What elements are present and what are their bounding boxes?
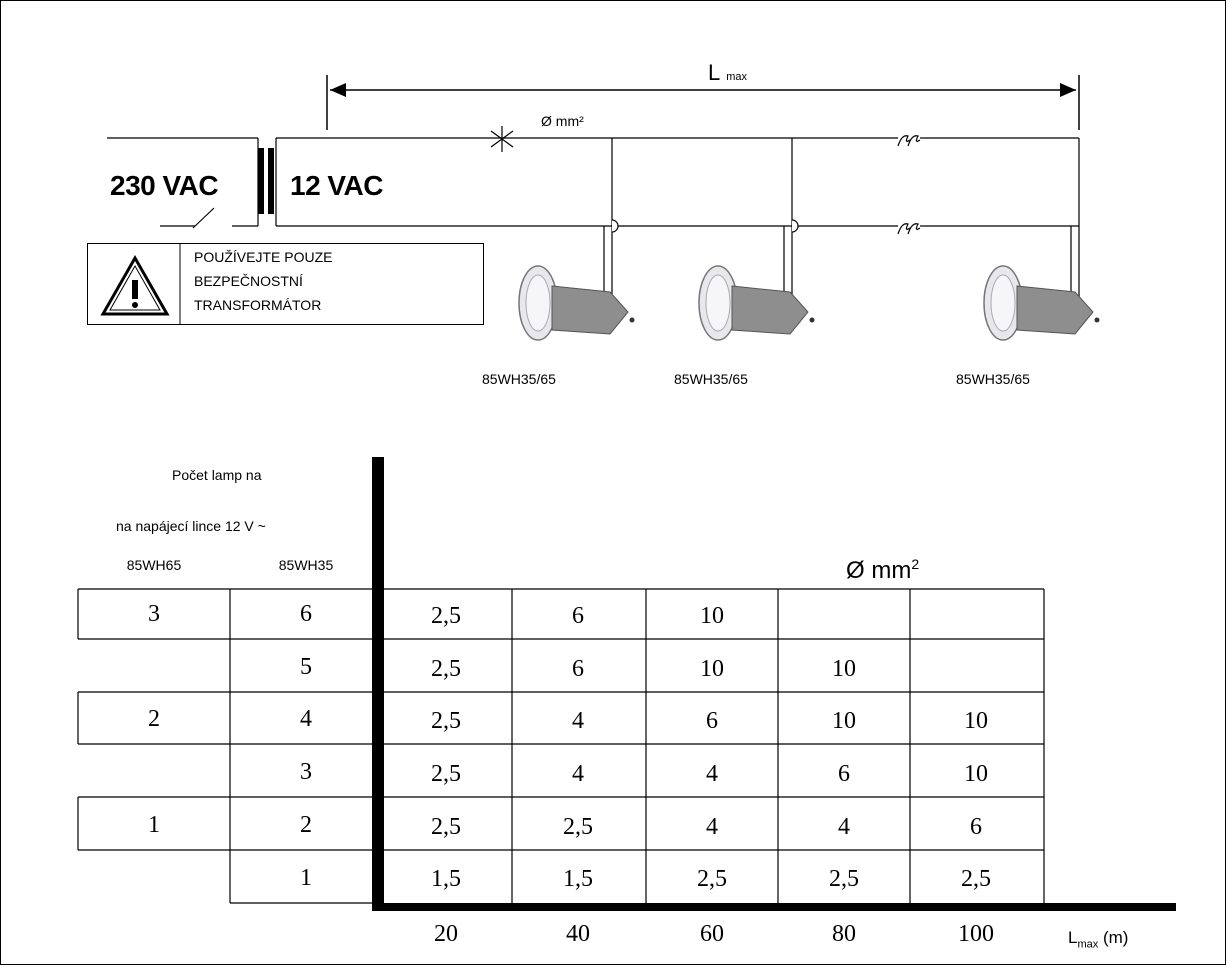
length-tick: 20 (434, 921, 458, 947)
count-85wh65-cell: 1 (148, 812, 160, 838)
cross-section-cell: 2,5 (431, 814, 461, 840)
length-tick: 80 (832, 921, 856, 947)
cross-section-cell: 10 (964, 761, 988, 787)
table-header-line-2: na napájecí lince 12 V ~ (116, 518, 266, 534)
cross-section-cell: 2,5 (829, 866, 859, 892)
count-85wh65-cell: 2 (148, 706, 160, 732)
cross-section-cell: 2,5 (431, 761, 461, 787)
wire-section-label: Ø mm² (541, 113, 584, 129)
cross-section-cell: 6 (572, 603, 584, 629)
count-85wh35-cell: 6 (300, 601, 312, 627)
cross-section-cell: 2,5 (431, 603, 461, 629)
cross-section-cell: 4 (706, 814, 718, 840)
count-85wh65-cell: 3 (148, 601, 160, 627)
cross-section-cell: 10 (700, 603, 724, 629)
cross-section-cell: 6 (970, 814, 982, 840)
arrow-right-icon (1060, 83, 1076, 97)
cross-section-cell: 4 (572, 708, 584, 734)
cross-section-cell: 2,5 (563, 814, 593, 840)
warning-line-2: BEZPEČNOSTNÍ (194, 273, 303, 289)
count-85wh35-cell: 5 (300, 654, 312, 680)
warning-box (87, 243, 484, 325)
cross-section-cell: 1,5 (431, 866, 461, 892)
switch-icon (192, 207, 215, 229)
cross-section-cell: 6 (838, 761, 850, 787)
lamp-icon (518, 265, 635, 341)
cross-section-cell: 6 (572, 656, 584, 682)
transformer-icon (258, 148, 274, 214)
cross-section-cell: 10 (832, 708, 856, 734)
cross-section-cell: 2,5 (431, 708, 461, 734)
cross-section-cell: 1,5 (563, 866, 593, 892)
length-tick: 40 (566, 921, 590, 947)
lamp-icon (983, 265, 1100, 341)
lamp-label-1: 85WH35/65 (482, 371, 556, 387)
arrow-left-icon (330, 83, 346, 97)
vertical-axis (372, 457, 384, 909)
section-unit-label: Ø mm2 (846, 556, 920, 584)
count-85wh35-cell: 2 (300, 812, 312, 838)
lamp-icon (698, 265, 815, 341)
primary-voltage-label: 230 VAC (110, 170, 219, 201)
wire-break-icon (897, 135, 921, 235)
cross-section-cell: 2,5 (961, 866, 991, 892)
column-header-85wh65: 85WH65 (126, 557, 182, 573)
column-header-85wh35: 85WH35 (278, 557, 334, 573)
asterisk-icon (490, 126, 514, 152)
warning-line-1: POUŽÍVEJTE POUZE (194, 249, 333, 265)
length-tick: 100 (958, 921, 994, 947)
table-grid (77, 588, 1045, 904)
cross-section-cell: 2,5 (697, 866, 727, 892)
warning-triangle-icon (100, 254, 170, 316)
warning-line-3: TRANSFORMÁTOR (194, 297, 322, 313)
cross-section-cell: 10 (832, 656, 856, 682)
count-85wh35-cell: 3 (300, 759, 312, 785)
count-85wh35-cell: 1 (300, 865, 312, 891)
cross-section-cell: 6 (706, 708, 718, 734)
cross-section-cell: 4 (572, 761, 584, 787)
cross-section-cell: 10 (700, 656, 724, 682)
cross-section-cell: 10 (964, 708, 988, 734)
lamp-label-3: 85WH35/65 (956, 371, 1030, 387)
secondary-voltage-label: 12 VAC (290, 170, 383, 201)
table-header-line-1: Počet lamp na (172, 467, 262, 483)
count-85wh35-cell: 4 (300, 706, 312, 732)
cross-section-cell: 4 (838, 814, 850, 840)
length-axis-label: Lmax (m) (1068, 928, 1129, 951)
length-tick: 60 (700, 921, 724, 947)
cross-section-cell: 2,5 (431, 656, 461, 682)
lamp-label-2: 85WH35/65 (674, 371, 748, 387)
horizontal-axis (372, 903, 1176, 911)
cross-section-cell: 4 (706, 761, 718, 787)
